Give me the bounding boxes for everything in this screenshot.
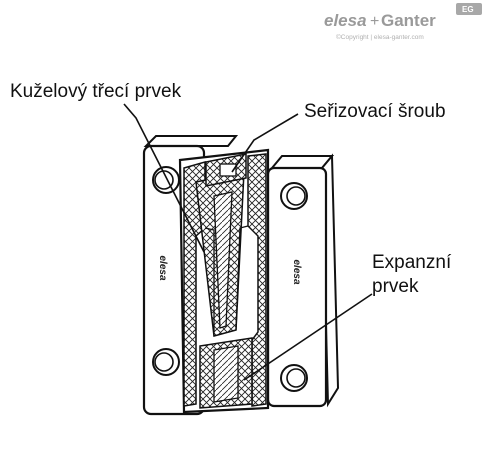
brand-badge: EG (462, 5, 474, 14)
label-expansion-line2: prvek (372, 276, 419, 297)
callouts: Kuželový třecí prvek Seřizovací šroub Ex… (10, 81, 452, 297)
label-adjusting-screw: Seřizovací šroub (304, 101, 446, 122)
leader-adjusting-screw (231, 113, 299, 173)
brand-badge-icon (456, 3, 482, 15)
brand-plus: + (370, 13, 379, 30)
brand-name-left: elesa (324, 11, 367, 30)
label-cone-friction: Kuželový třecí prvek (10, 81, 182, 102)
left-leaf-marking: elesa (157, 255, 168, 280)
leader-lines (123, 103, 373, 381)
right-leaf-marking: elesa (291, 259, 302, 284)
hinge-knuckle-section (178, 148, 270, 414)
hinge-right-leaf: elesa (266, 153, 340, 408)
leader-expansion (243, 293, 373, 381)
leader-cone-friction (123, 103, 205, 253)
brand-logo: elesa + Ganter EG ©Copyright | elesa-gan… (324, 3, 482, 41)
copyright-text: ©Copyright | elesa-ganter.com (336, 33, 424, 41)
brand-name-right: Ganter (381, 11, 436, 30)
label-expansion-line1: Expanzní (372, 252, 452, 273)
